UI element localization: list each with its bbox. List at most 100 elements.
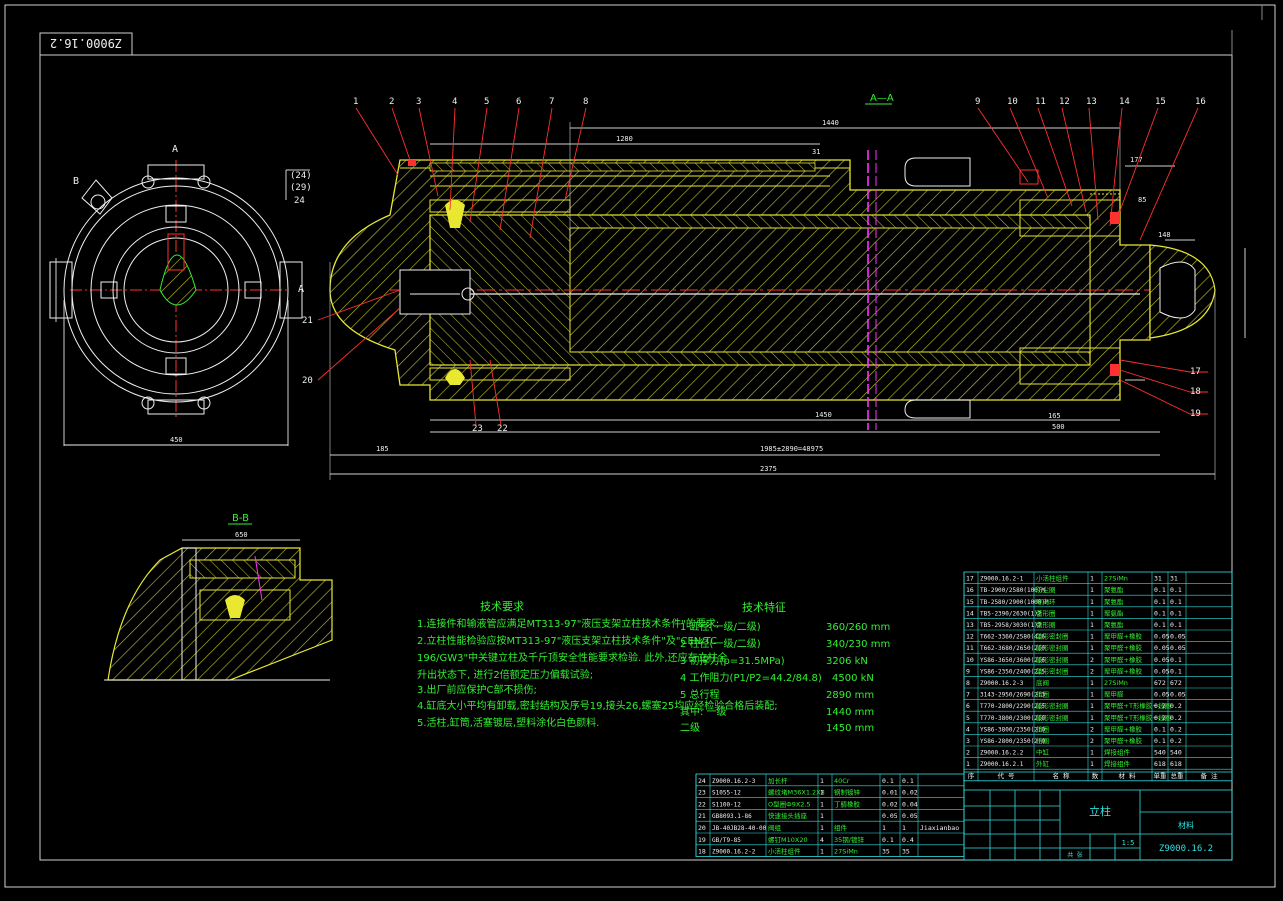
dim-177: 177 — [1130, 156, 1143, 164]
spec-value-3: 3206 kN — [826, 656, 868, 667]
bom-left-cell: 丁腈橡胶 — [834, 799, 861, 808]
callout-20: 20 — [302, 376, 313, 386]
bom-right-cell: 蕾形圈 — [1036, 620, 1056, 629]
bom-right-cell: 外缸 — [1036, 759, 1050, 768]
callout-2: 2 — [389, 97, 394, 107]
bom-right-cell: T770-3800/2300(2)8 — [980, 715, 1045, 722]
bom-left-cell: 0.05 — [902, 812, 918, 820]
callout-16: 16 — [1195, 97, 1206, 107]
view-marker-a-top: A — [172, 144, 178, 155]
bom-right-cell: 聚氨酯 — [1104, 585, 1124, 594]
bom-left-cell: GB8093.1-86 — [712, 813, 752, 820]
bom-left-cell: 0.1 — [882, 777, 894, 785]
spec-value-5: 2890 mm — [826, 690, 874, 701]
bom-right-cell: 聚甲醛+橡胶 — [1104, 655, 1142, 664]
bom-left-cell: 35 — [902, 848, 910, 856]
bom-right-cell: 2 — [1090, 725, 1094, 733]
tech-req-title: 技术要求 — [480, 600, 524, 613]
bom-left-cell: 35钢/镀锌 — [834, 835, 864, 844]
bom-right-cell: 0.2 — [1154, 714, 1166, 722]
bom-right-cell: T770-2800/2290(2)5 — [980, 703, 1045, 710]
bom-right-cell: 鼓形密封圈 — [1036, 666, 1069, 675]
bom-right-cell: 0.05 — [1154, 691, 1170, 699]
title-block-scale: 1:5 — [1122, 839, 1135, 847]
bom-left-cell: 24 — [698, 777, 706, 785]
seal-bottom — [445, 369, 465, 385]
tech-req-line-6: 4.缸底大小平均有卸载,密封结构及序号19,接头26,螺塞25均应经检验合格后装… — [417, 699, 778, 712]
bom-right-cell: 0.05 — [1154, 656, 1170, 664]
bom-left-cell: 0.04 — [902, 800, 918, 808]
bom-right-cell: 鼓形密封圈 — [1036, 713, 1069, 722]
dim-650: 650 — [235, 531, 248, 539]
callout-19: 19 — [1190, 409, 1201, 419]
bom-left-cell: JB-40JB28-40-00 — [712, 825, 767, 832]
bom-right-cell: YS86-2800/2350(2)0 — [980, 738, 1045, 745]
bom-right-cell: 5 — [966, 714, 970, 722]
bom-right-cell: T662-3680/2650(2)0 — [980, 645, 1045, 652]
tech-req-line-4: 升出状态下, 进行2倍额定压力偏载试验; — [417, 668, 593, 681]
dim-1440: 1440 — [822, 119, 839, 127]
bom-right-cell: 0.1 — [1170, 598, 1182, 606]
tech-specs: 技术特征 1 缸径(一级/二级) 360/260 mm 2 柱径(一级/二级) … — [680, 600, 890, 734]
bom-right-cell: 导向环 — [1036, 597, 1056, 606]
callout-21: 21 — [302, 316, 313, 326]
bom-right-cell: 0.1 — [1154, 621, 1166, 629]
bom-left-cell: 4 — [820, 836, 824, 844]
bom-right-cell: 618 — [1154, 760, 1166, 768]
bom-left-cell: 螺纹堵M36X1.2X8 — [768, 788, 825, 797]
bom-left-cell: 23 — [698, 789, 706, 797]
bom-right-cell: 10 — [966, 656, 974, 664]
bom-right-cell: 672 — [1154, 679, 1166, 687]
dim-500: 500 — [1052, 423, 1065, 431]
bom-right-cell: 蕾形圈 — [1036, 608, 1056, 617]
callout-17: 17 — [1190, 367, 1201, 377]
bom-right-header: 备 注 — [1201, 771, 1218, 780]
bom-right-cell: TB5-2958/3030(1)2 — [980, 622, 1042, 629]
bom-left-cell: 快速接头插座 — [768, 811, 808, 820]
bom-right-cell: Z9000.16.2.2 — [980, 750, 1024, 757]
bom-left-cell: 加长杆 — [768, 776, 788, 785]
bom-right-cell: 540 — [1154, 749, 1166, 757]
bom-right-cell: 0.05 — [1154, 633, 1170, 641]
bom-right-cell: 0.1 — [1170, 656, 1182, 664]
bom-right-cell: TB5-2390/2630(1)2 — [980, 610, 1042, 617]
bom-right-cell: 2 — [1090, 667, 1094, 675]
bom-left-cell: 18 — [698, 848, 706, 856]
title-block-sheet: 共 张 — [1067, 851, 1083, 859]
bom-right-cell: 1 — [1090, 644, 1094, 652]
callout-5: 5 — [484, 97, 489, 107]
dim-24a: (24) — [290, 171, 312, 181]
callout-15: 15 — [1155, 97, 1166, 107]
bom-right-cell: 鼓形密封圈 — [1036, 655, 1069, 664]
bom-right-cell: 0.1 — [1154, 598, 1166, 606]
callout-8: 8 — [583, 97, 588, 107]
bom-right-cell: 2 — [1090, 656, 1094, 664]
bom-left-cell: 0.4 — [902, 836, 914, 844]
bom-left-cell: 19 — [698, 836, 706, 844]
bom-right-cell: 0.1 — [1170, 609, 1182, 617]
bom-right-cell: 1 — [1090, 633, 1094, 641]
bom-right-cell: 焊接组件 — [1104, 748, 1131, 757]
bom-right-cell: 2 — [966, 749, 970, 757]
bom-left-cell: 螺钉M10X20 — [768, 835, 808, 844]
bom-left-cell: 0.1 — [882, 836, 894, 844]
bom-right-cell: 672 — [1170, 679, 1182, 687]
bom-right-cell: Z9000.16.2-3 — [980, 680, 1024, 687]
bom-left-cell: Jiaxianbao — [920, 824, 959, 832]
bom-right-cell: 0.1 — [1154, 586, 1166, 594]
callout-23: 23 — [472, 424, 483, 434]
bom-right-cell: 0.05 — [1154, 644, 1170, 652]
bom-right-cell: 聚氨酯 — [1104, 608, 1124, 617]
bom-right-cell: 1 — [1090, 760, 1094, 768]
bom-right-cell: 0.2 — [1170, 702, 1182, 710]
spec-label-6: 其中: 一级 — [680, 705, 727, 718]
bom-left-cell: 27SiMn — [834, 848, 858, 856]
bom-left-cell: 0.05 — [882, 812, 898, 820]
bom-right-cell: 聚甲醛+橡胶 — [1104, 724, 1142, 733]
callout-13: 13 — [1086, 97, 1097, 107]
bom-right-cell: 11 — [966, 644, 974, 652]
bom-right-cell: 焊接组件 — [1104, 759, 1131, 768]
